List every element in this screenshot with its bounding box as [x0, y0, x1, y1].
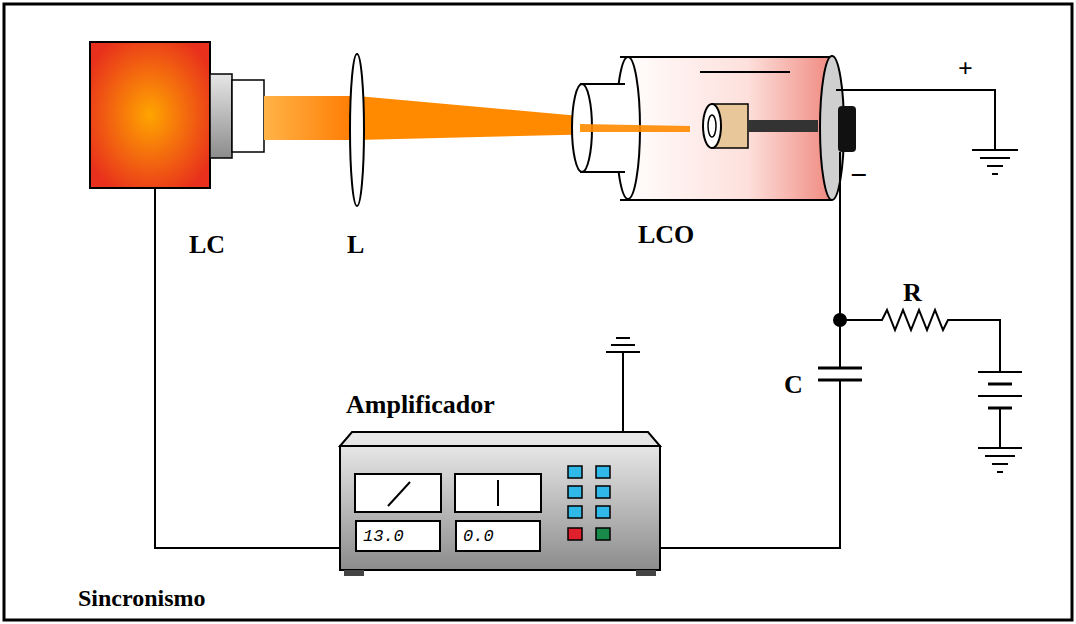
terminal-sign: − [850, 160, 867, 190]
device-heading: Amplificador [346, 392, 495, 418]
digital-display: 0.0 [455, 520, 541, 552]
part-label: L [347, 232, 364, 258]
signal-label: Sincronismo [78, 586, 206, 610]
component-label: R [903, 280, 922, 306]
digital-display: 13.0 [355, 520, 441, 552]
part-label: LCO [638, 222, 694, 248]
component-label: C [784, 372, 803, 398]
part-label: LC [189, 232, 225, 258]
terminal-sign: + [958, 56, 973, 82]
display-reading: 0.0 [463, 527, 494, 546]
amplifier-unit: Amplificador 13.0 0.0 [340, 392, 660, 576]
display-reading: 13.0 [363, 527, 404, 546]
